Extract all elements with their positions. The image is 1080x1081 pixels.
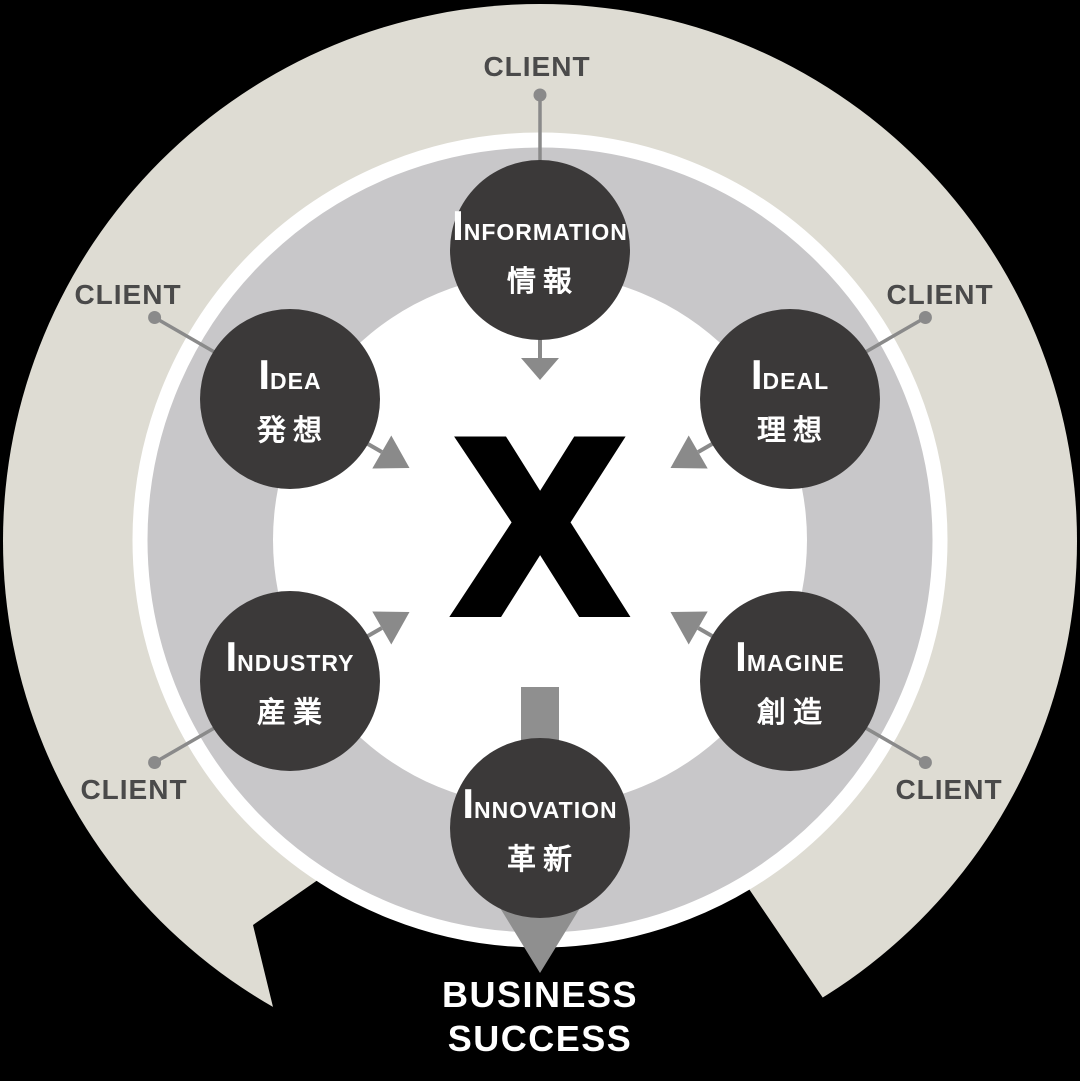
node-information-label: INFORMATION (452, 202, 628, 249)
client-label-upper-left: CLIENT (74, 279, 181, 310)
client-connector-dot-upper-right (918, 311, 932, 324)
node-industry: INDUSTRY 産業 (200, 591, 380, 771)
node-idea-circle (200, 309, 380, 489)
node-information-label-jp: 情報 (507, 265, 579, 298)
flow-arrows (365, 334, 715, 645)
center-x-symbol: X (458, 389, 621, 663)
node-innovation: INNOVATION 革新 (450, 738, 630, 918)
business-success-line1: BUSINESS (442, 974, 638, 1015)
client-connector-dot-lower-left (148, 756, 162, 769)
client-connector-dot-upper-left (148, 311, 162, 324)
business-success-line2: SUCCESS (448, 1018, 633, 1059)
client-connector-dot-top (533, 88, 547, 102)
node-imagine: IMAGINE 創造 (700, 591, 880, 771)
center-core (273, 273, 807, 807)
node-imagine-label: IMAGINE (735, 633, 845, 680)
node-information-circle (450, 160, 630, 340)
flow-arrow-imagine-icon (670, 611, 715, 645)
node-ideal-circle (700, 309, 880, 489)
node-information: INFORMATION 情報 (450, 160, 630, 340)
node-industry-label-jp: 産業 (257, 696, 329, 729)
client-label-lower-left: CLIENT (80, 774, 187, 805)
node-ideal-label-jp: 理想 (757, 414, 829, 447)
client-label-top: CLIENT (483, 51, 590, 82)
client-label-lower-right: CLIENT (895, 774, 1002, 805)
flow-arrow-idea-icon (365, 435, 410, 469)
node-idea-label-jp: 発想 (256, 414, 329, 447)
node-ideal: IDEAL 理想 (700, 309, 880, 489)
node-industry-label: INDUSTRY (226, 633, 355, 680)
node-innovation-label-jp: 革新 (507, 843, 579, 876)
node-innovation-circle (450, 738, 630, 918)
node-imagine-label-jp: 創造 (757, 696, 829, 729)
node-imagine-circle (700, 591, 880, 771)
client-label-upper-right: CLIENT (886, 279, 993, 310)
client-connector-dots (148, 88, 932, 769)
flow-arrow-ideal-icon (670, 435, 715, 469)
node-industry-circle (200, 591, 380, 771)
client-connector-dot-lower-right (918, 756, 932, 769)
node-idea: IDEA 発想 (200, 309, 380, 489)
flow-arrow-industry-icon (365, 611, 410, 645)
node-ideal-label: IDEAL (751, 351, 829, 398)
node-innovation-label: INNOVATION (462, 780, 617, 827)
node-idea-label: IDEA (258, 351, 321, 398)
